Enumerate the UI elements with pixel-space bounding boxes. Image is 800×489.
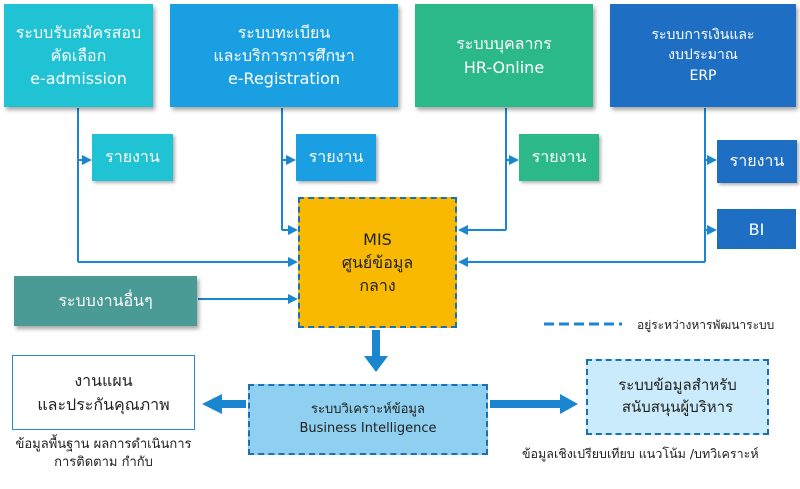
system-registration-line1: ระบบทะเบียน bbox=[237, 22, 331, 42]
executive-line2: สนับสนุนผู้บริหาร bbox=[621, 398, 734, 416]
bi-analysis-line1: ระบบวิเคราะห์ข้อมูล bbox=[311, 401, 425, 417]
system-hr-line2: HR-Online bbox=[463, 57, 545, 77]
planning-box: งานแผน และประกันคุณภาพ bbox=[12, 355, 195, 430]
system-box-hr: ระบบบุคลากร HR-Online bbox=[415, 4, 593, 107]
system-erp-line2: งบประมาณ bbox=[668, 47, 738, 64]
system-box-registration: ระบบทะเบียน และบริการการศึกษา e-Registra… bbox=[170, 4, 398, 107]
executive-caption: ข้อมูลเชิงเปรียบเทียบ แนวโน้ม /บทวิเคราะ… bbox=[522, 446, 759, 461]
report-box-hr: รายงาน bbox=[519, 134, 599, 181]
report-box-registration: รายงาน bbox=[296, 134, 376, 181]
bi-analysis-line2: Business Intelligence bbox=[299, 420, 437, 436]
system-box-erp: ระบบการเงินและ งบประมาณ ERP bbox=[610, 4, 796, 107]
mis-line3: กลาง bbox=[359, 276, 396, 296]
bi-small-box: BI bbox=[717, 209, 796, 249]
mis-line2: ศูนย์ข้อมูล bbox=[341, 252, 414, 272]
system-box-admission: ระบบรับสมัครสอบ คัดเลือก e-admission bbox=[4, 4, 153, 107]
executive-box: ระบบข้อมูลสำหรับ สนับสนุนผู้บริหาร bbox=[586, 359, 769, 435]
system-hr-line1: ระบบบุคลากร bbox=[456, 34, 552, 54]
planning-caption-line1: ข้อมูลพื้นฐาน ผลการดำเนินการ bbox=[15, 437, 192, 452]
mis-line1: MIS bbox=[363, 229, 392, 249]
other-systems-box: ระบบงานอื่นๆ bbox=[14, 276, 197, 326]
system-admission-line3: e-admission bbox=[30, 69, 127, 89]
report-box-admission: รายงาน bbox=[92, 134, 173, 181]
system-admission-line1: ระบบรับสมัครสอบ bbox=[15, 22, 142, 42]
planning-caption: ข้อมูลพื้นฐาน ผลการดำเนินการ การติดตาม ก… bbox=[6, 436, 201, 471]
report-box-erp: รายงาน bbox=[717, 140, 797, 183]
planning-line1: งานแผน bbox=[74, 371, 133, 391]
system-registration-line3: e-Registration bbox=[227, 69, 341, 89]
arrow-mis-bi bbox=[364, 330, 388, 372]
system-admission-line2: คัดเลือก bbox=[50, 45, 107, 65]
planning-line2: และประกันคุณภาพ bbox=[37, 394, 170, 414]
bi-analysis-box: ระบบวิเคราะห์ข้อมูล Business Intelligenc… bbox=[248, 384, 488, 455]
planning-caption-line2: การติดตาม กำกับ bbox=[54, 454, 153, 470]
executive-line1: ระบบข้อมูลสำหรับ bbox=[618, 376, 737, 395]
system-erp-line1: ระบบการเงินและ bbox=[651, 27, 755, 44]
system-erp-line3: ERP bbox=[689, 67, 717, 84]
arrow-bi-executive bbox=[490, 394, 578, 414]
mis-box: MIS ศูนย์ข้อมูล กลาง bbox=[298, 197, 457, 328]
legend-label: อยู่ระหว่างหารพัฒนาระบบ bbox=[637, 318, 775, 332]
other-systems-label: ระบบงานอื่นๆ bbox=[58, 291, 153, 311]
arrow-bi-planning bbox=[202, 394, 246, 414]
system-registration-line2: และบริการการศึกษา bbox=[213, 45, 355, 65]
